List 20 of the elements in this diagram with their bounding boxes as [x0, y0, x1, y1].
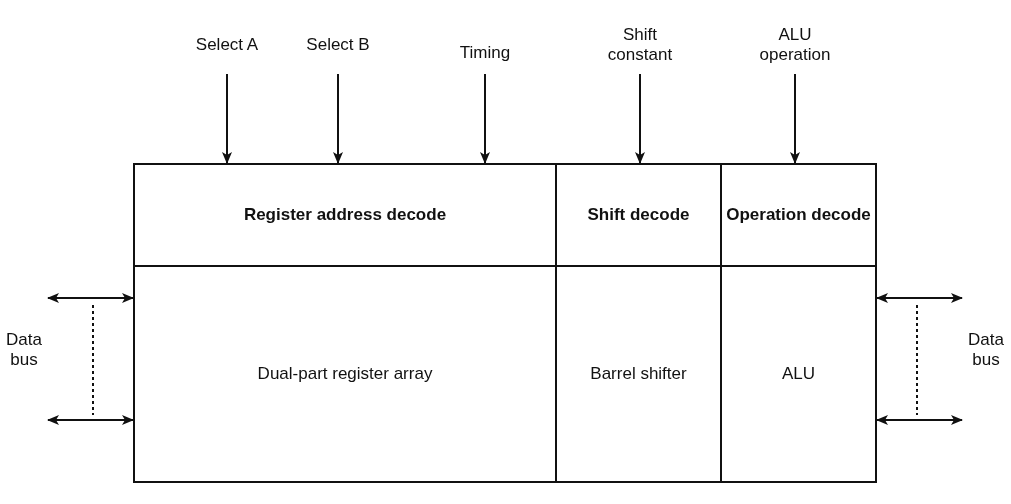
bus-label: Data bus [5, 330, 43, 370]
signal-label: Timing [440, 38, 530, 68]
signal-label: ALU operation [745, 22, 845, 68]
signal-label: Select A [187, 22, 267, 68]
decode-block: Operation decode [720, 163, 877, 267]
double-arrow [876, 415, 963, 425]
arrow [480, 73, 490, 164]
function-block: Dual-part register array [133, 265, 557, 483]
double-arrow [47, 415, 134, 425]
bus-label: Data bus [967, 330, 1005, 370]
arrow [635, 73, 645, 164]
decode-block: Register address decode [133, 163, 557, 267]
double-arrow [876, 293, 963, 303]
function-block: ALU [720, 265, 877, 483]
arrow [790, 73, 800, 164]
signal-label: Shift constant [590, 22, 690, 68]
arrow [333, 73, 343, 164]
arrow [222, 73, 232, 164]
double-arrow [47, 293, 134, 303]
signal-label: Select B [298, 22, 378, 68]
